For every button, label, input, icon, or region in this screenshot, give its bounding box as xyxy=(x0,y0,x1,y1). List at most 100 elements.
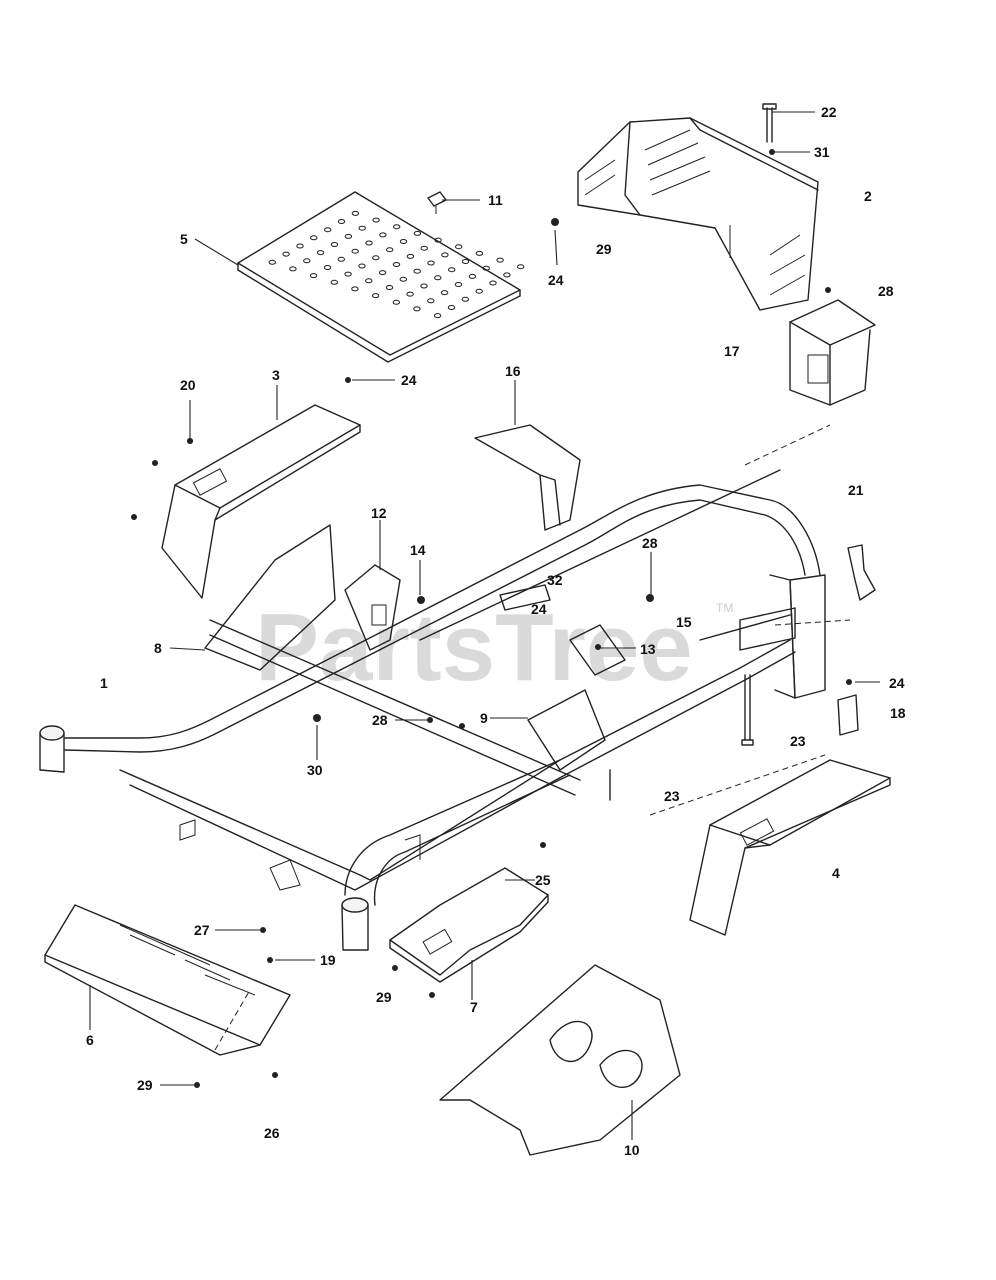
floor-hole xyxy=(482,265,490,271)
callout-25: 25 xyxy=(535,872,551,888)
callout-15: 15 xyxy=(676,614,692,630)
callout-31: 31 xyxy=(814,144,830,160)
callout-26: 26 xyxy=(264,1125,280,1141)
floor-hole xyxy=(386,247,394,253)
callout-3: 3 xyxy=(272,367,280,383)
floor-hole xyxy=(392,299,400,305)
rear-shroud xyxy=(577,117,819,311)
callout-28-a: 28 xyxy=(878,283,894,299)
floor-hole xyxy=(503,272,511,278)
callout-23-b: 23 xyxy=(664,788,680,804)
callout-11: 11 xyxy=(488,192,503,208)
right-panel xyxy=(689,759,891,936)
floor-hole xyxy=(309,273,318,279)
callout-22: 22 xyxy=(821,104,837,120)
hardware-dots xyxy=(187,218,852,1088)
long-bolt-23 xyxy=(609,674,754,801)
bracket-18 xyxy=(837,694,859,736)
callout-4: 4 xyxy=(832,865,840,881)
floor-hole xyxy=(447,305,456,310)
floor-hole xyxy=(489,280,497,286)
floor-hole xyxy=(399,276,407,282)
floor-hole xyxy=(358,263,366,269)
floor-hole xyxy=(399,239,408,244)
floor-hole xyxy=(440,290,449,296)
clip-21 xyxy=(847,544,876,601)
callout-19: 19 xyxy=(320,952,336,968)
left-panel xyxy=(131,377,361,599)
floor-hole xyxy=(372,217,380,223)
leader-lines xyxy=(89,111,880,1140)
floor-hole xyxy=(393,224,401,230)
floor-hole xyxy=(454,282,463,287)
callout-8: 8 xyxy=(154,640,162,656)
callout-18: 18 xyxy=(890,705,906,721)
floor-hole xyxy=(324,227,332,233)
callout-24-b: 24 xyxy=(401,372,417,388)
callout-23-a: 23 xyxy=(790,733,806,749)
bumper-part xyxy=(427,191,447,214)
floor-hole xyxy=(344,233,353,239)
floor-hole xyxy=(282,251,290,257)
callout-2: 2 xyxy=(864,188,872,204)
floor-plate xyxy=(237,191,525,363)
floor-hole xyxy=(268,259,276,265)
floor-hole xyxy=(365,240,373,246)
callout-9: 9 xyxy=(480,710,488,726)
main-frame xyxy=(39,469,826,951)
floor-hole xyxy=(365,278,373,284)
right-bracket-9 xyxy=(527,689,606,771)
floor-hole xyxy=(517,264,525,270)
floor-hole xyxy=(406,253,415,259)
callout-29-a: 29 xyxy=(596,241,612,257)
callout-6: 6 xyxy=(86,1032,94,1048)
floor-hole xyxy=(351,248,359,254)
floor-hole xyxy=(468,273,477,279)
floor-hole xyxy=(413,230,422,236)
floor-hole xyxy=(434,237,442,243)
left-bracket-plate xyxy=(204,524,336,671)
callout-14: 14 xyxy=(410,542,426,558)
bolt-22 xyxy=(762,103,777,143)
floor-hole xyxy=(420,245,428,251)
floor-hole xyxy=(351,210,360,216)
callout-17: 17 xyxy=(724,343,740,359)
floor-hole xyxy=(475,288,483,294)
callout-28-c: 28 xyxy=(372,712,388,728)
floor-hole xyxy=(310,235,318,241)
floor-hole xyxy=(406,291,414,297)
floor-hole xyxy=(455,244,463,250)
callout-28-b: 28 xyxy=(642,535,658,551)
callout-21: 21 xyxy=(848,482,864,498)
callout-5: 5 xyxy=(180,231,188,247)
callout-29-b: 29 xyxy=(376,989,392,1005)
floor-hole xyxy=(323,265,332,270)
floor-hole xyxy=(351,286,359,292)
callout-7: 7 xyxy=(470,999,478,1015)
floor-hole xyxy=(385,285,394,290)
floor-hole xyxy=(330,242,339,247)
callout-1: 1 xyxy=(100,675,108,691)
watermark-tm: TM xyxy=(716,601,733,615)
floor-hole xyxy=(461,296,469,302)
callout-20: 20 xyxy=(180,377,196,393)
floor-hole xyxy=(358,225,366,231)
bracket-32 xyxy=(499,584,551,611)
floor-hole xyxy=(427,298,435,304)
floor-hole xyxy=(433,313,442,319)
callout-12: 12 xyxy=(371,505,387,521)
callout-16: 16 xyxy=(505,363,521,379)
floor-hole xyxy=(448,267,456,273)
callout-27: 27 xyxy=(194,922,210,938)
callout-13: 13 xyxy=(640,641,656,657)
floor-hole xyxy=(441,252,449,258)
front-plate xyxy=(439,964,681,1156)
floor-hole xyxy=(378,270,387,276)
floor-hole xyxy=(461,259,470,264)
floor-hole xyxy=(413,306,421,312)
floor-hole xyxy=(316,250,325,256)
floor-hole xyxy=(330,279,338,285)
floor-hole xyxy=(371,293,380,299)
floor-hole xyxy=(296,243,304,249)
